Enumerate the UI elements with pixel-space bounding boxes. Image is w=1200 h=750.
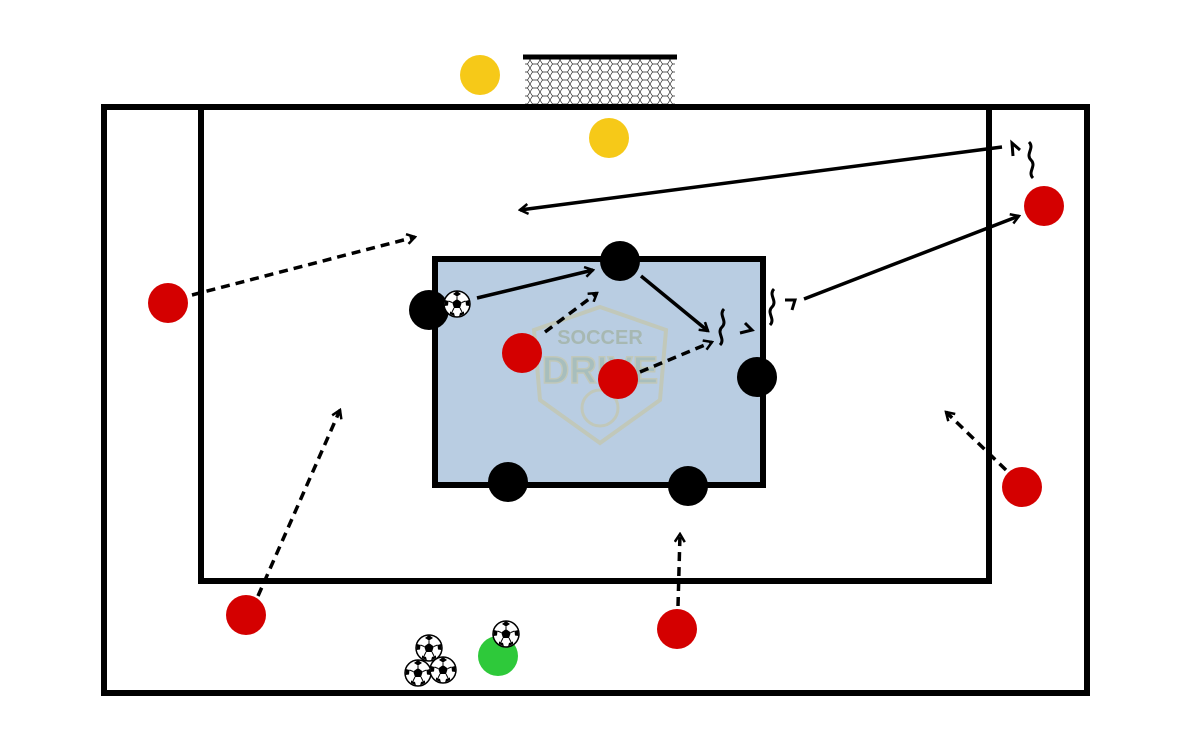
- red-inside-1: [502, 333, 542, 373]
- dribble-squiggle-3: [1027, 140, 1035, 180]
- watermark-shield-icon: [531, 304, 669, 446]
- dribble-squiggle-1: [718, 307, 726, 347]
- dribble-arrowhead-1: [785, 298, 798, 311]
- red-bottom-left: [226, 595, 266, 635]
- run-arrow-inside-1: [543, 293, 597, 334]
- black-player-4: [488, 462, 528, 502]
- ball-supply-1: [415, 634, 443, 662]
- dribble-squiggle-2: [768, 287, 776, 327]
- dribble-arrowhead-2: [1010, 139, 1021, 157]
- black-player-3: [737, 357, 777, 397]
- black-player-2: [600, 241, 640, 281]
- black-player-5: [668, 466, 708, 506]
- watermark-ball-icon: [580, 388, 620, 428]
- black-player-1: [409, 290, 449, 330]
- red-inside-2: [598, 359, 638, 399]
- run-arrow-right: [946, 412, 1008, 472]
- run-arrow-bottom-left: [256, 410, 340, 597]
- red-right: [1002, 467, 1042, 507]
- ball-supply-3: [429, 656, 457, 684]
- run-arrows: [191, 237, 1008, 607]
- run-arrow-inside-2: [639, 342, 712, 374]
- dribble-arrows: [718, 139, 1035, 347]
- pass-arrow-3: [803, 216, 1019, 301]
- ball-coach: [492, 620, 520, 648]
- goal-net: [525, 57, 675, 104]
- watermark-line1: SOCCER: [557, 327, 643, 349]
- red-left: [148, 283, 188, 323]
- pass-arrow-long-cross: [520, 145, 1003, 210]
- run-arrow-left: [191, 237, 415, 297]
- pass-arrows: [476, 145, 1019, 331]
- pass-arrow-1: [476, 270, 593, 300]
- goalkeeper-yellow: [460, 55, 500, 95]
- red-top-right: [1024, 186, 1064, 226]
- ball-in-play: [443, 290, 471, 318]
- inner-playing-area: [198, 104, 992, 584]
- dribble-arrowhead-3: [739, 321, 755, 335]
- yellow-player: [589, 118, 629, 158]
- run-arrow-bottom-center: [678, 534, 680, 607]
- red-bottom-center: [657, 609, 697, 649]
- ball-supply-2: [404, 659, 432, 687]
- pass-arrow-2: [639, 274, 708, 331]
